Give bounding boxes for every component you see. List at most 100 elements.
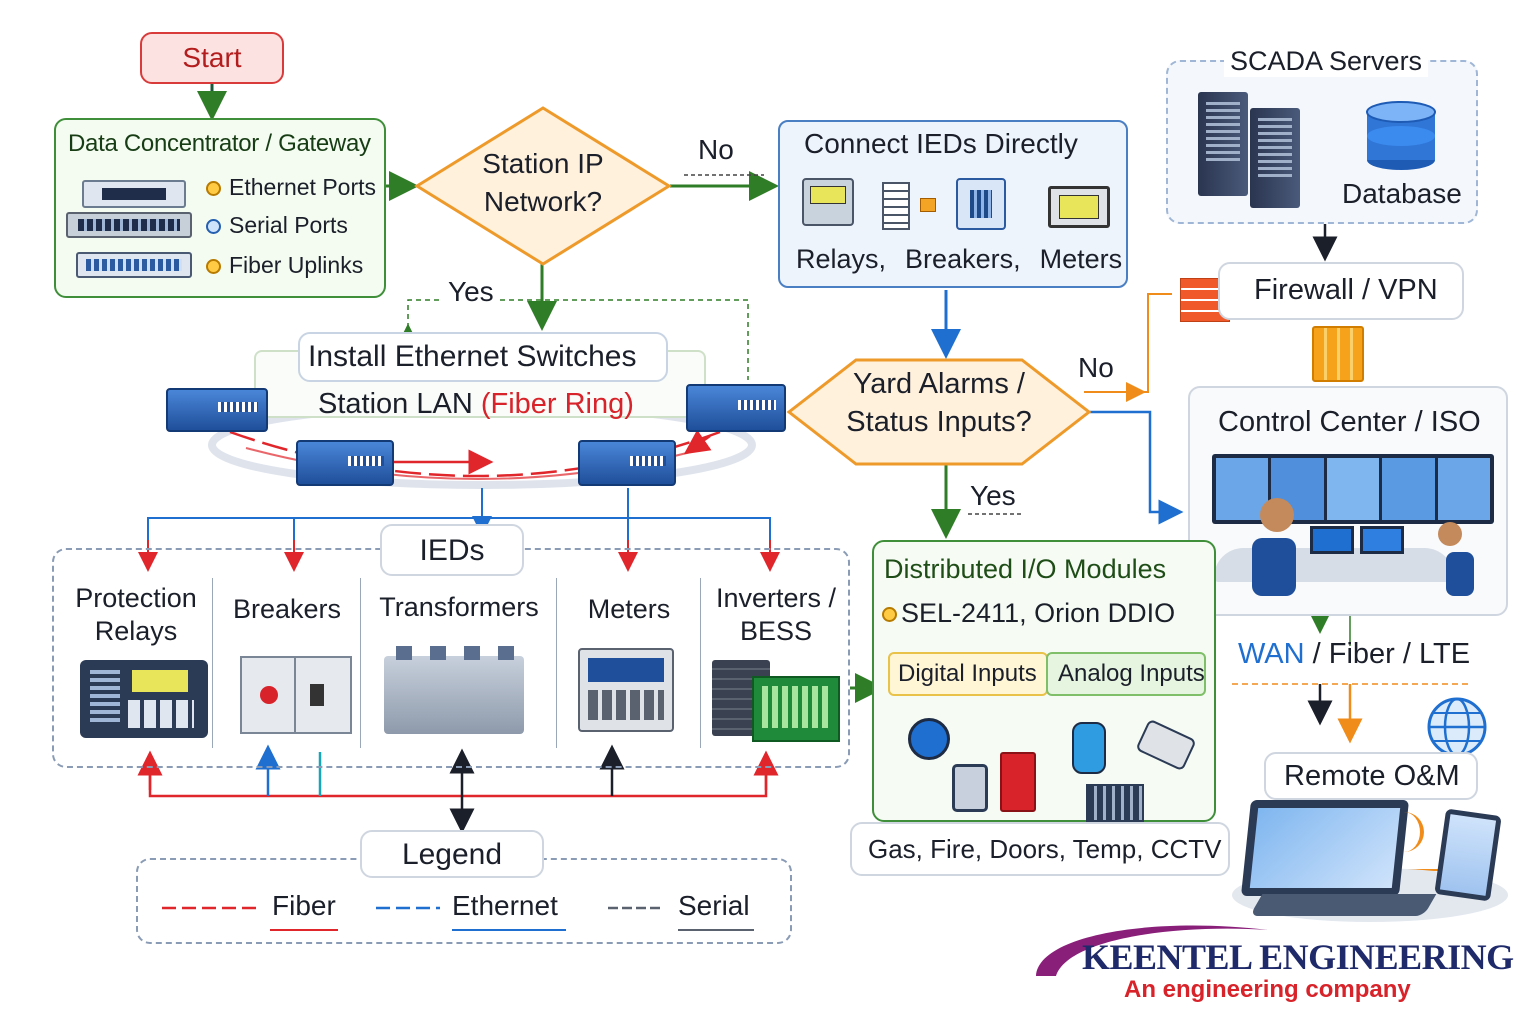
start-label: Start: [182, 42, 242, 73]
install-switches-title: Install Ethernet Switches: [308, 340, 637, 373]
video-wall: [1212, 454, 1494, 524]
decision1-yes-label: Yes: [444, 276, 498, 308]
dio-footer: Gas, Fire, Doors, Temp, CCTV: [868, 834, 1222, 864]
protection-relay-icon: [80, 660, 208, 738]
transformer-icon: [384, 646, 524, 734]
analog-inputs-box[interactable]: Analog Inputs: [1046, 652, 1206, 696]
gateway-device-2: [66, 212, 192, 238]
gateway-device-3: [76, 252, 192, 278]
dio-title: Distributed I/O Modules: [884, 554, 1167, 584]
io-module-icon: [1086, 784, 1144, 822]
bess-board-icon: [752, 676, 840, 742]
decision2-line2: Status Inputs?: [846, 406, 1032, 438]
legend-fiber-label: Fiber: [272, 890, 336, 921]
firewall-building-icon: [1312, 326, 1364, 382]
tablet-icon: [1434, 808, 1502, 902]
decision2-no-label: No: [1078, 352, 1114, 383]
wifi-signal-icon: [1392, 812, 1424, 852]
direct-devices: Relays, Breakers, Meters: [796, 244, 1123, 274]
firewall-vpn-box[interactable]: Firewall / VPN: [1218, 262, 1464, 320]
switch-icon-1: [166, 388, 268, 432]
legend-title: Legend: [401, 838, 503, 871]
ieds-title: IEDs: [419, 534, 485, 567]
breaker-icon: [956, 178, 1006, 230]
decision2-yes-label: Yes: [970, 480, 1016, 511]
digital-inputs-box[interactable]: Digital Inputs: [888, 652, 1048, 696]
ieds-divider-2: [360, 578, 361, 748]
coupler-icon: [920, 198, 936, 212]
install-switches-box[interactable]: Install Ethernet Switches: [298, 332, 668, 382]
meter-device-icon: [578, 648, 674, 732]
ied-breakers-label[interactable]: Breakers: [232, 594, 342, 624]
monitor-icon-2: [1360, 526, 1404, 554]
remote-om-label: Remote O&M: [1284, 760, 1460, 792]
scada-title: SCADA Servers: [1224, 46, 1429, 77]
station-lan-label: Station LAN (Fiber Ring): [318, 388, 634, 420]
ied-transformers-label[interactable]: Transformers: [379, 592, 539, 622]
legend-title-box: Legend: [360, 830, 544, 878]
gateway-port-serial: Serial Ports: [206, 212, 348, 239]
breaker-device-icon: [240, 656, 352, 734]
start-node[interactable]: Start: [140, 32, 284, 84]
rack-icon: [882, 182, 910, 230]
laptop-icon: [1240, 800, 1410, 896]
operator-icon-1: [1260, 498, 1294, 532]
keentel-logo-swoosh: [1036, 925, 1268, 976]
laptop-keyboard: [1249, 894, 1437, 916]
control-center-box[interactable]: Control Center / ISO: [1188, 386, 1508, 616]
legend-serial-label: Serial: [678, 890, 750, 921]
alarm-panel-icon: [1000, 752, 1036, 812]
dio-footer-box: Gas, Fire, Doors, Temp, CCTV: [850, 822, 1230, 876]
ieds-divider-1: [212, 578, 213, 748]
scada-servers-box[interactable]: SCADA Servers Database: [1166, 46, 1478, 224]
fire-sensor-icon: [908, 718, 950, 760]
ieds-title-box: IEDs: [380, 524, 524, 576]
gateway-box[interactable]: Data Concentrator / Gateway Ethernet Por…: [54, 118, 386, 298]
decision2-line1: Yard Alarms /: [853, 368, 1025, 400]
decision1-no-label: No: [698, 134, 734, 165]
temp-sensor-icon: [1072, 722, 1106, 774]
ieds-divider-3: [556, 578, 557, 748]
control-center-title: Control Center / ISO: [1218, 406, 1481, 438]
decision1-line1: Station IP: [482, 148, 604, 179]
switch-icon-4: [686, 384, 786, 432]
serial-dot-icon: [206, 219, 221, 235]
ied-meters-label[interactable]: Meters: [587, 594, 671, 624]
monitor-icon-1: [1310, 526, 1354, 554]
firewall-label: Firewall / VPN: [1254, 274, 1438, 306]
relay-icon: [802, 178, 854, 226]
legend-ethernet-label: Ethernet: [452, 890, 558, 921]
gateway-port-fiber: Fiber Uplinks: [206, 252, 363, 279]
database-icon: [1366, 101, 1436, 170]
operator-icon-2: [1438, 522, 1462, 546]
server-icon-2: [1250, 108, 1300, 208]
remote-om-box[interactable]: Remote O&M: [1264, 752, 1478, 800]
wan-fiber-lte-label: WAN / Fiber / LTE: [1238, 638, 1471, 670]
operator-chair-1: [1252, 538, 1296, 596]
decision1-line2: Network?: [483, 186, 603, 217]
switch-icon-3: [578, 440, 676, 486]
ied-inverters-bess-label[interactable]: Inverters /BESS: [715, 583, 837, 646]
connect-directly-box[interactable]: Connect IEDs Directly Relays, Breakers, …: [778, 120, 1128, 288]
globe-icon: [1427, 697, 1487, 757]
gateway-port-ethernet: Ethernet Ports: [206, 174, 376, 201]
connect-directly-title: Connect IEDs Directly: [804, 128, 1078, 159]
gateway-device-1: [82, 180, 186, 208]
gateway-title: Data Concentrator / Gateway: [68, 130, 371, 157]
brand-name: KEENTEL ENGINEERING: [1082, 937, 1514, 977]
server-icon-1: [1198, 92, 1248, 196]
operator-chair-2: [1446, 552, 1474, 596]
door-sensor-icon: [952, 764, 988, 812]
dio-dot-icon: [882, 607, 897, 623]
fiber-dot-icon: [206, 259, 221, 275]
brand-tagline: An engineering company: [1124, 976, 1411, 1003]
meter-icon: [1048, 186, 1110, 228]
ethernet-dot-icon: [206, 181, 221, 197]
decision-station-ip-diamond[interactable]: [414, 106, 672, 266]
dio-model: SEL-2411, Orion DDIO: [882, 598, 1175, 629]
database-label: Database: [1342, 178, 1462, 209]
decision-yard-alarms-diamond[interactable]: [786, 358, 1092, 466]
switch-icon-2: [296, 440, 394, 486]
ieds-divider-4: [700, 578, 701, 748]
